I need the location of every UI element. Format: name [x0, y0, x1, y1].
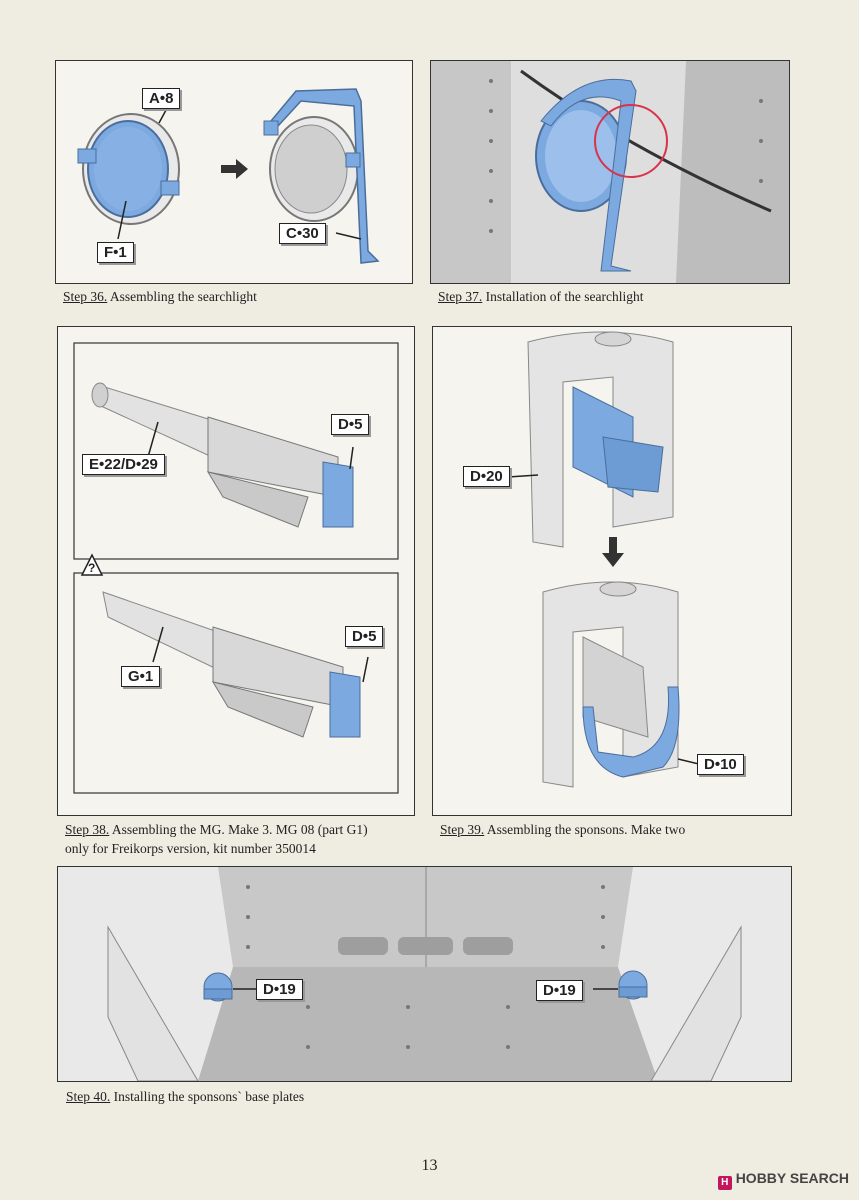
step-36-label: Step 36. — [63, 289, 108, 304]
step-36-panel — [55, 60, 413, 284]
hobby-search-logo-icon: H — [717, 1176, 732, 1190]
step-38-caption: Step 38. Assembling the MG. Make 3. MG 0… — [65, 820, 368, 858]
part-label-d10: D•10 — [697, 754, 744, 775]
step-37-panel — [430, 60, 790, 284]
step-38-panel — [57, 326, 415, 816]
step-37-text: Installation of the searchlight — [485, 289, 644, 304]
machine-gun-assembly-illustration — [73, 342, 399, 794]
step-37-label: Step 37. — [438, 289, 483, 304]
step-36-caption: Step 36. Assembling the searchlight — [63, 287, 257, 306]
step-38-text: Assembling the MG. Make 3. MG 08 (part G… — [111, 822, 368, 837]
searchlight-installation-illustration — [431, 61, 789, 283]
part-label-f1: F•1 — [97, 242, 134, 263]
part-label-a8: A•8 — [142, 88, 181, 109]
step-39-panel — [432, 326, 792, 816]
searchlight-assembly-illustration — [77, 88, 380, 264]
step-36-text: Assembling the searchlight — [109, 289, 257, 304]
step-40-panel — [57, 866, 792, 1082]
step-40-text: Installing the sponsons` base plates — [113, 1089, 305, 1104]
step-39-text: Assembling the sponsons. Make two — [486, 822, 686, 837]
page-number: 13 — [421, 1157, 438, 1174]
part-label-c30: C•30 — [279, 223, 326, 244]
sponson-base-plates-illustration — [58, 867, 791, 1081]
step-40-caption: Step 40. Installing the sponsons` base p… — [66, 1087, 304, 1106]
watermark-text: HOBBY SEARCH — [735, 1170, 849, 1186]
warning-symbol: ? — [88, 561, 96, 575]
part-label-d5-lower: D•5 — [345, 626, 384, 647]
part-label-d19-left: D•19 — [256, 979, 303, 1000]
step-38-text-line2: only for Freikorps version, kit number 3… — [65, 841, 316, 856]
part-label-e22-d29: E•22/D•29 — [82, 454, 165, 475]
step-39-label: Step 39. — [440, 822, 485, 837]
part-label-g1: G•1 — [121, 666, 161, 687]
step-39-caption: Step 39. Assembling the sponsons. Make t… — [440, 820, 685, 839]
step-37-caption: Step 37. Installation of the searchlight — [438, 287, 643, 306]
step-38-label: Step 38. — [65, 822, 110, 837]
part-label-d20: D•20 — [463, 466, 510, 487]
part-label-d5-upper: D•5 — [331, 414, 370, 435]
step-40-label: Step 40. — [66, 1089, 111, 1104]
part-label-d19-right: D•19 — [536, 980, 583, 1001]
sponson-assembly-illustration — [507, 331, 704, 788]
